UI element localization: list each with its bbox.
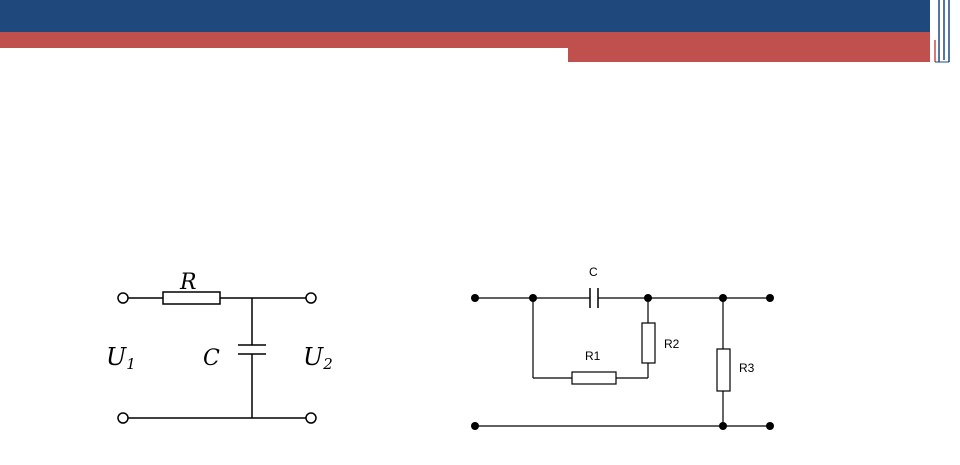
output-terminal-bottom — [305, 412, 317, 424]
node-dot — [766, 422, 774, 430]
resistor-r1-label: R1 — [585, 349, 601, 363]
input-terminal-top — [117, 292, 129, 304]
resistor-r2-label: R2 — [664, 337, 680, 351]
node-dot — [471, 294, 479, 302]
resistor-r2 — [641, 322, 656, 364]
header-blue-bar — [0, 0, 930, 32]
capacitor-c-label: C — [589, 265, 598, 279]
input-terminal-bottom — [117, 412, 129, 424]
node-dot — [719, 294, 727, 302]
corner-ornament — [930, 0, 960, 70]
node-dot — [471, 422, 479, 430]
output-voltage-label: U2 — [303, 343, 333, 373]
rc-filter-circuit — [117, 291, 317, 424]
node-dot — [529, 294, 537, 302]
junction-nodes — [471, 294, 774, 430]
output-terminal-top — [305, 292, 317, 304]
resistor-r3-label: R3 — [739, 361, 755, 375]
node-dot — [719, 422, 727, 430]
node-dot — [766, 294, 774, 302]
node-dot — [644, 294, 652, 302]
resistor-r3 — [716, 348, 731, 392]
resistor-r-label: R — [179, 270, 197, 295]
rc-network-circuit — [475, 288, 770, 427]
resistor-r1 — [571, 371, 617, 385]
input-voltage-label: U1 — [106, 343, 136, 373]
header-red-block — [568, 32, 930, 62]
capacitor-c-label: C — [203, 346, 220, 371]
header-red-stripe — [0, 32, 570, 48]
